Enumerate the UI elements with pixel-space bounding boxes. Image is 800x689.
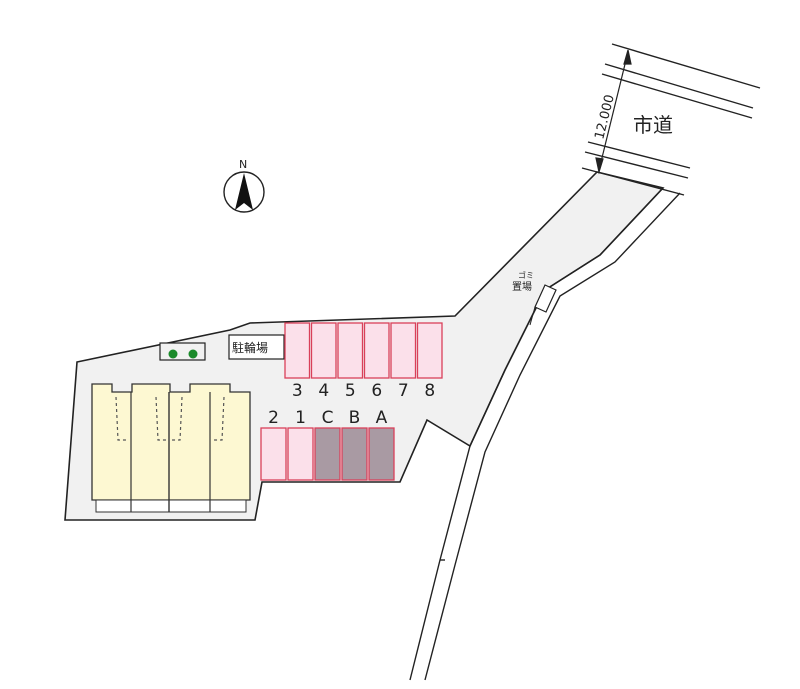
parking-slot-label: C [322, 408, 334, 428]
garbage-station [534, 284, 557, 313]
svg-text:N: N [239, 158, 247, 171]
parking-slot-label: 3 [292, 381, 303, 401]
parking-slot-5[interactable] [337, 322, 364, 379]
parking-slot-label: 8 [424, 381, 435, 401]
parking-slot-8[interactable] [416, 322, 443, 379]
parking-slot-label: 2 [268, 408, 279, 428]
parking-slot-4[interactable] [310, 322, 337, 379]
road-name-label: 市道 [633, 113, 673, 137]
north-compass-icon: N [223, 158, 265, 213]
side-road [409, 187, 681, 681]
parking-slot-B[interactable] [341, 427, 368, 481]
parking-slot-7[interactable] [390, 322, 417, 379]
parking-slot-1[interactable] [287, 427, 314, 481]
garbage-label-2: 置場 [512, 280, 532, 293]
parking-slot-C[interactable] [314, 427, 341, 481]
parking-slot-6[interactable] [363, 322, 390, 379]
parking-slot-label: B [349, 408, 361, 428]
parking-slot-label: 5 [345, 381, 356, 401]
parking-slot-label: 1 [295, 408, 306, 428]
parking-slot-label: 7 [398, 381, 409, 401]
parking-slot-3[interactable] [284, 322, 311, 379]
tree-icon [168, 349, 178, 359]
bicycle-parking-label: 駐輪場 [232, 340, 268, 355]
parking-slot-label: A [376, 408, 388, 428]
planter [159, 342, 206, 361]
parking-slot-A[interactable] [368, 427, 395, 481]
apartment-building [91, 383, 251, 513]
tree-icon [188, 349, 198, 359]
parking-slot-label: 4 [318, 381, 329, 401]
parking-slot-2[interactable] [260, 427, 287, 481]
bicycle-parking [228, 334, 285, 360]
garbage-label-1: ゴミ [518, 270, 534, 280]
parking-slot-label: 6 [371, 381, 382, 401]
dimension-arrow [595, 49, 632, 175]
road-width-label: 12.000 [592, 93, 618, 141]
